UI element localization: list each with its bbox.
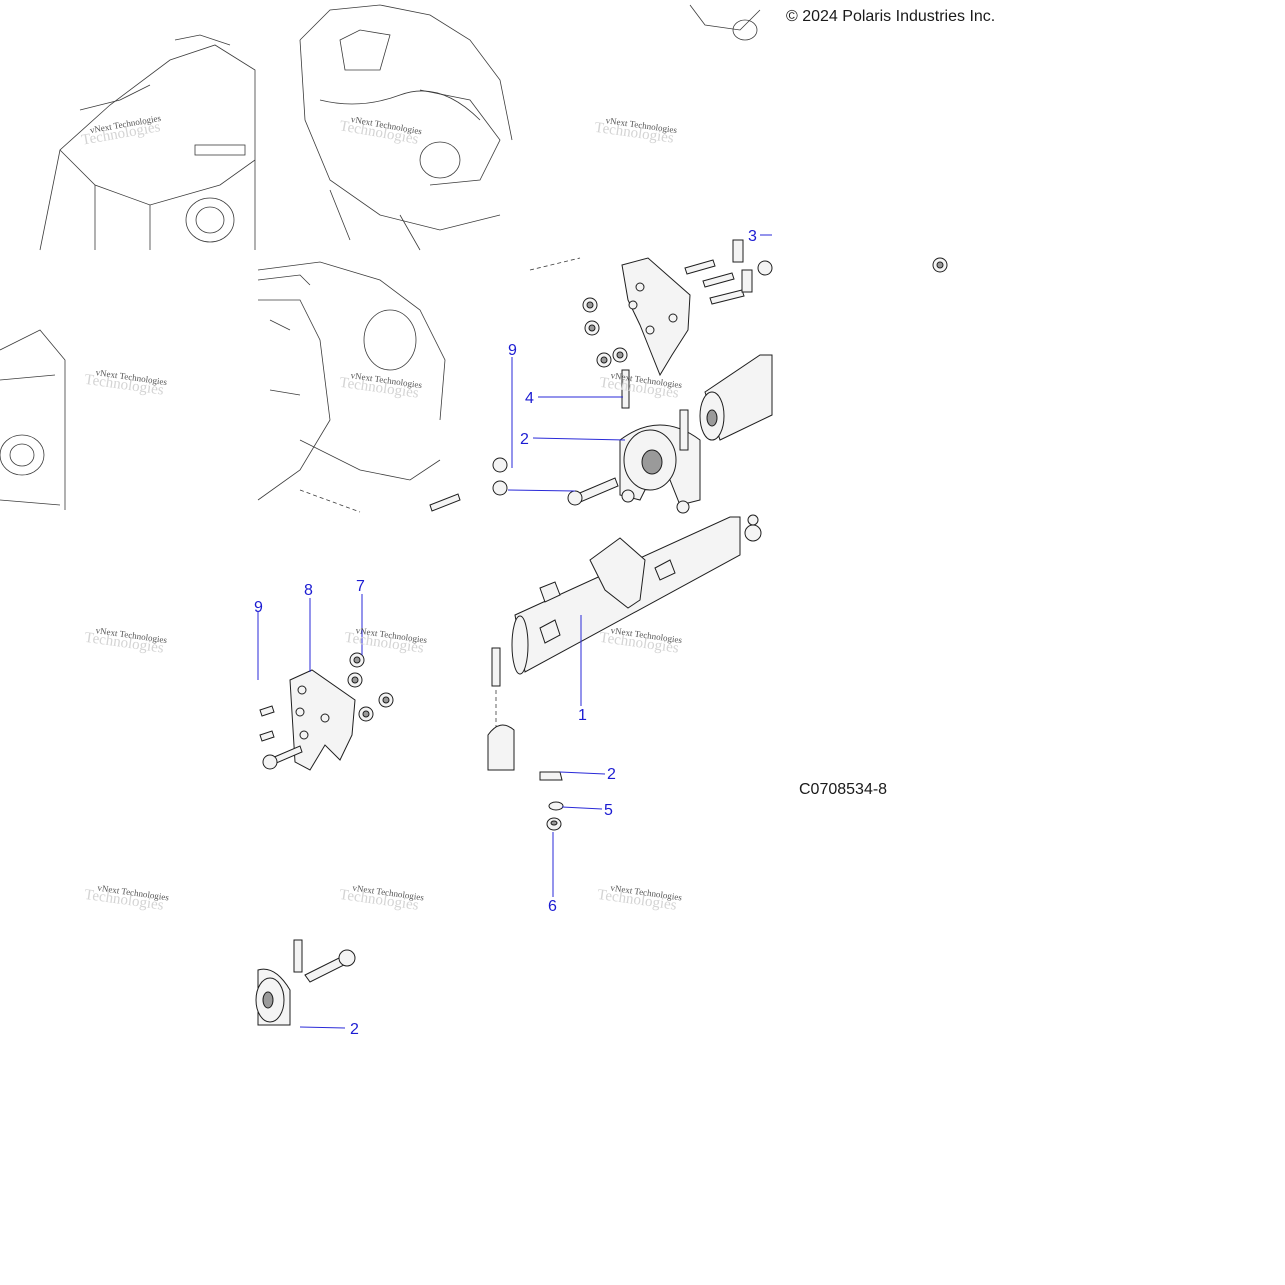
watermarks: Technologies vNext Technologies Technolo… [80,113,683,914]
mount-bracket-top [529,257,691,377]
callout-1: 1 [578,707,587,724]
callout-2-middle: 2 [607,766,616,783]
figure-code: C0708534-8 [799,781,888,798]
engine-sketch-tile-2 [299,4,513,251]
engine-sketch-tile-5 [257,261,446,513]
engine-sketch-tile-1 [39,34,256,251]
engine-mount-block [619,409,701,506]
flange-nuts-lower [347,652,394,722]
callout-4: 4 [525,390,534,407]
callout-labels: 3 9 4 2 1 8 7 9 2 5 6 2 [254,228,757,1038]
copyright-text: © 2024 Polaris Industries Inc. [786,8,996,25]
engine-sketch-tile-3 [689,4,761,41]
mount-detail-lower [255,939,356,1026]
bolts-lower [259,647,515,771]
mount-bracket-lower [289,669,356,771]
callout-3: 3 [748,228,757,245]
washer-and-nut [539,771,564,831]
callout-6: 6 [548,898,557,915]
callout-9-lower: 9 [254,599,263,616]
bolts-top [621,239,773,409]
callout-7: 7 [356,578,365,595]
callout-8: 8 [304,582,313,599]
callout-2-upper: 2 [520,431,529,448]
leader-lines [257,234,772,1029]
shaft-tube [511,514,762,675]
callout-9-upper: 9 [508,342,517,359]
flange-nuts-top [582,257,948,368]
actuator-cylinder [699,354,773,441]
callout-2-lower: 2 [350,1021,359,1038]
engine-sketch-tile-4 [0,329,66,510]
callout-5: 5 [604,802,613,819]
bolts-middle [429,457,690,514]
